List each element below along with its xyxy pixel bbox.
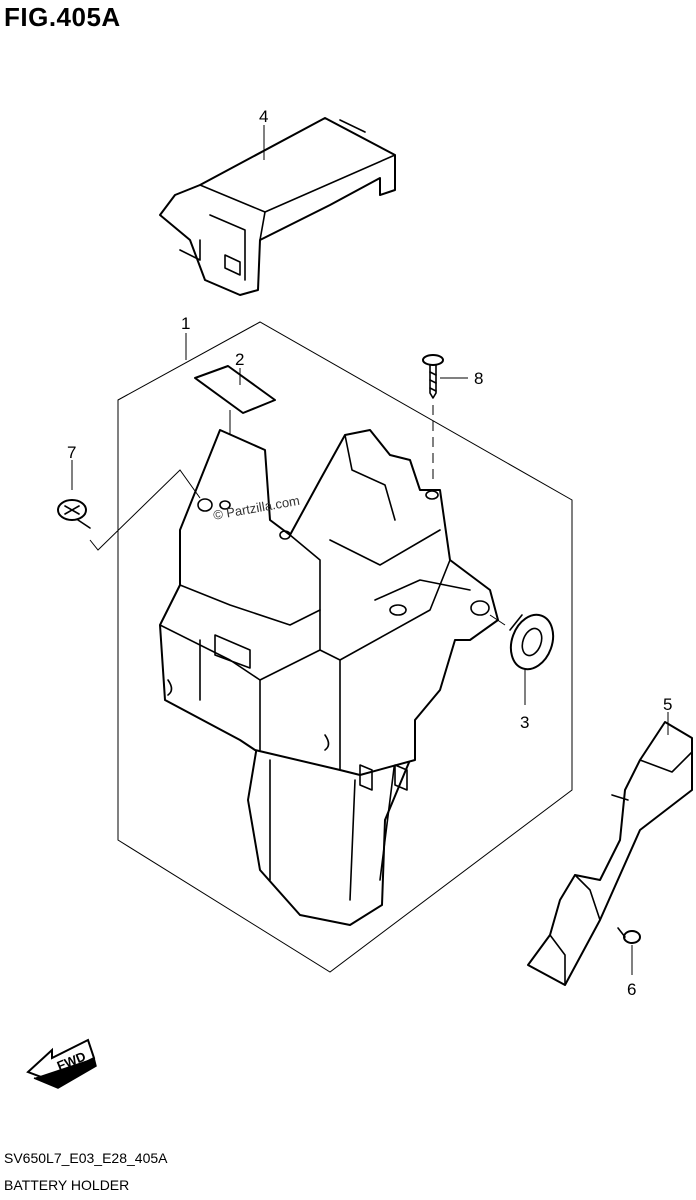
callout-4: 4 [259, 107, 268, 126]
part-8-screw[interactable] [422, 354, 444, 399]
leader-7-route [89, 469, 201, 551]
part-4-cover[interactable] [159, 117, 396, 296]
part-3-grommet[interactable] [504, 609, 561, 675]
callout-3: 3 [520, 713, 529, 732]
figure-title: FIG.405A [4, 2, 121, 32]
figure-code: SV650L7_E03_E28_405A [4, 1150, 168, 1166]
part-1-outline [117, 321, 573, 973]
callout-5: 5 [663, 695, 672, 714]
leader-3-link [489, 614, 506, 626]
callout-8: 8 [474, 369, 483, 388]
part-2-label[interactable] [194, 365, 276, 414]
figure-name: BATTERY HOLDER [4, 1177, 130, 1193]
part-6-clip[interactable] [617, 927, 641, 944]
part-1-battery-holder[interactable] [159, 429, 499, 926]
callout-7: 7 [67, 443, 76, 462]
callout-2: 2 [235, 350, 244, 369]
callout-6: 6 [627, 980, 636, 999]
callout-1: 1 [181, 314, 190, 333]
fwd-arrow-icon: FWD [26, 1038, 97, 1089]
part-7-bolt[interactable] [57, 499, 91, 529]
part-5-side-cover[interactable] [527, 721, 693, 986]
